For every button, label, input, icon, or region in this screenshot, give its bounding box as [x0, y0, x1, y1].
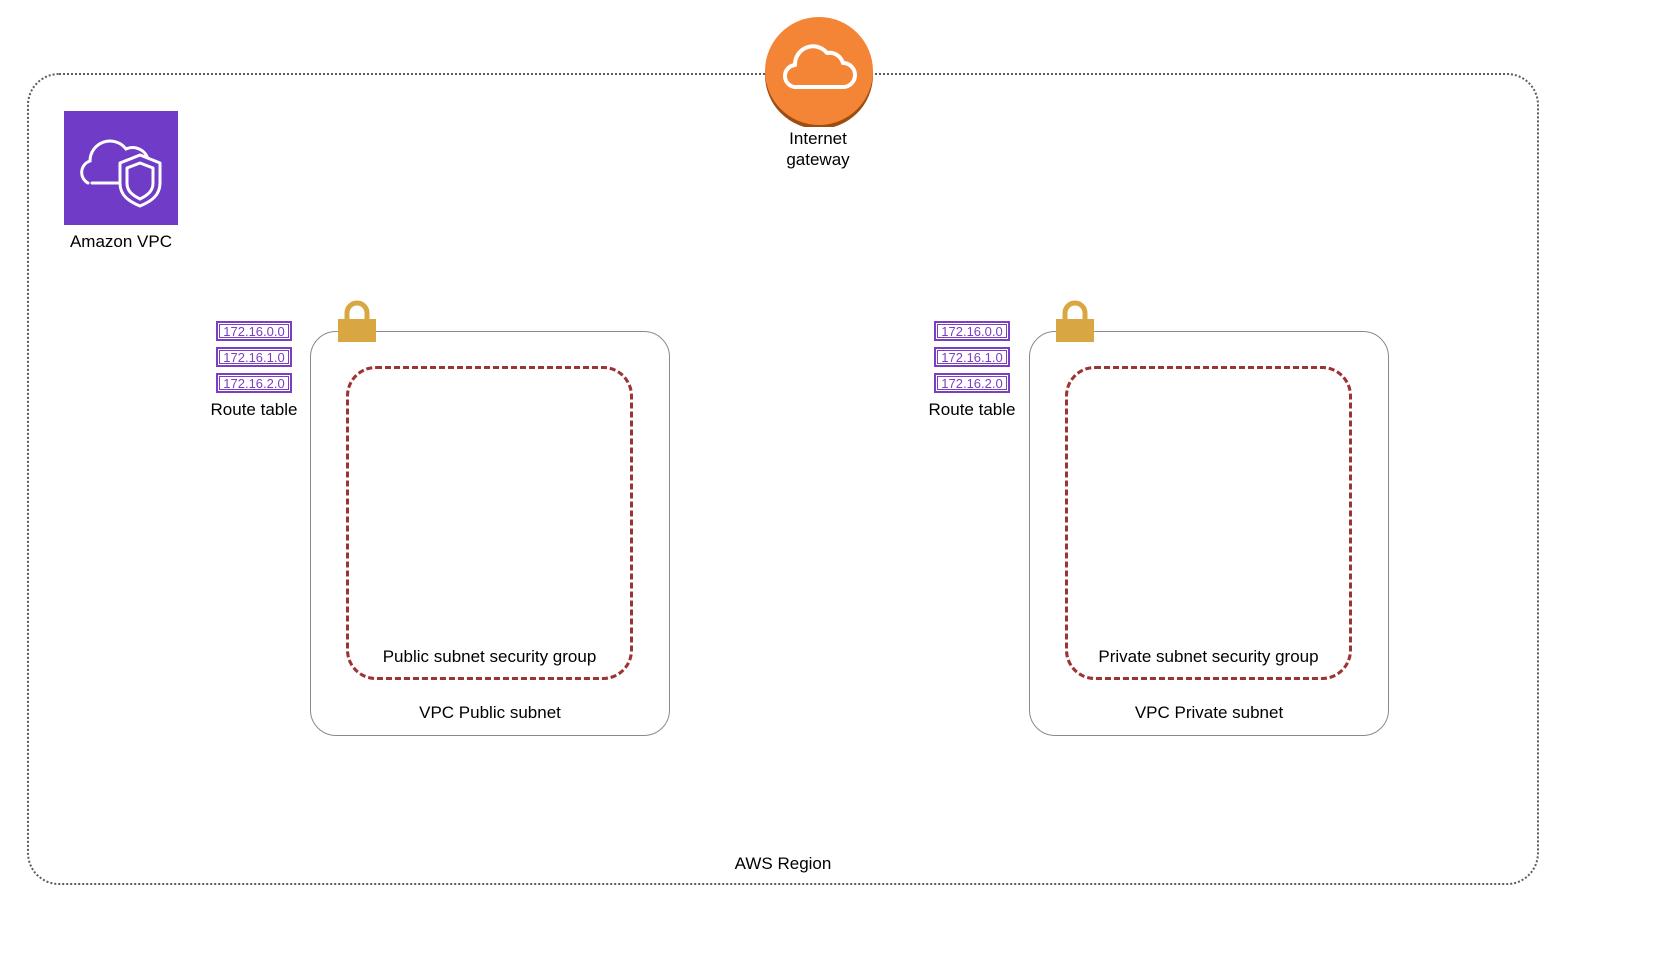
amazon-vpc-label: Amazon VPC — [69, 232, 173, 251]
route-entry: 172.16.0.0 — [934, 321, 1010, 341]
private-subnet-lock-icon — [1056, 300, 1094, 342]
route-entry: 172.16.1.0 — [216, 347, 292, 367]
route-entry: 172.16.2.0 — [934, 373, 1010, 393]
public-subnet-lock-icon — [338, 300, 376, 342]
internet-gateway-icon — [763, 15, 875, 129]
public-security-group-label: Public subnet security group — [382, 647, 597, 666]
route-entry: 172.16.0.0 — [216, 321, 292, 341]
route-entry: 172.16.1.0 — [934, 347, 1010, 367]
private-subnet-label: VPC Private subnet — [1134, 703, 1284, 722]
route-entry: 172.16.2.0 — [216, 373, 292, 393]
public-security-group-container: Public subnet security group — [346, 366, 633, 680]
private-security-group-container: Private subnet security group — [1065, 366, 1352, 680]
public-subnet-label: VPC Public subnet — [419, 703, 561, 722]
internet-gateway-label: Internet gateway — [786, 129, 850, 169]
cloud-icon — [765, 17, 873, 129]
private-route-table-icon: 172.16.0.0 172.16.1.0 172.16.2.0 — [934, 321, 1010, 399]
amazon-vpc-icon — [64, 111, 178, 225]
vpc-cloud-shield-icon — [80, 139, 162, 208]
public-route-table-icon: 172.16.0.0 172.16.1.0 172.16.2.0 — [216, 321, 292, 399]
public-route-table-label: Route table — [210, 400, 298, 419]
aws-region-label: AWS Region — [734, 854, 832, 873]
private-security-group-label: Private subnet security group — [1098, 647, 1319, 666]
private-route-table-label: Route table — [928, 400, 1016, 419]
